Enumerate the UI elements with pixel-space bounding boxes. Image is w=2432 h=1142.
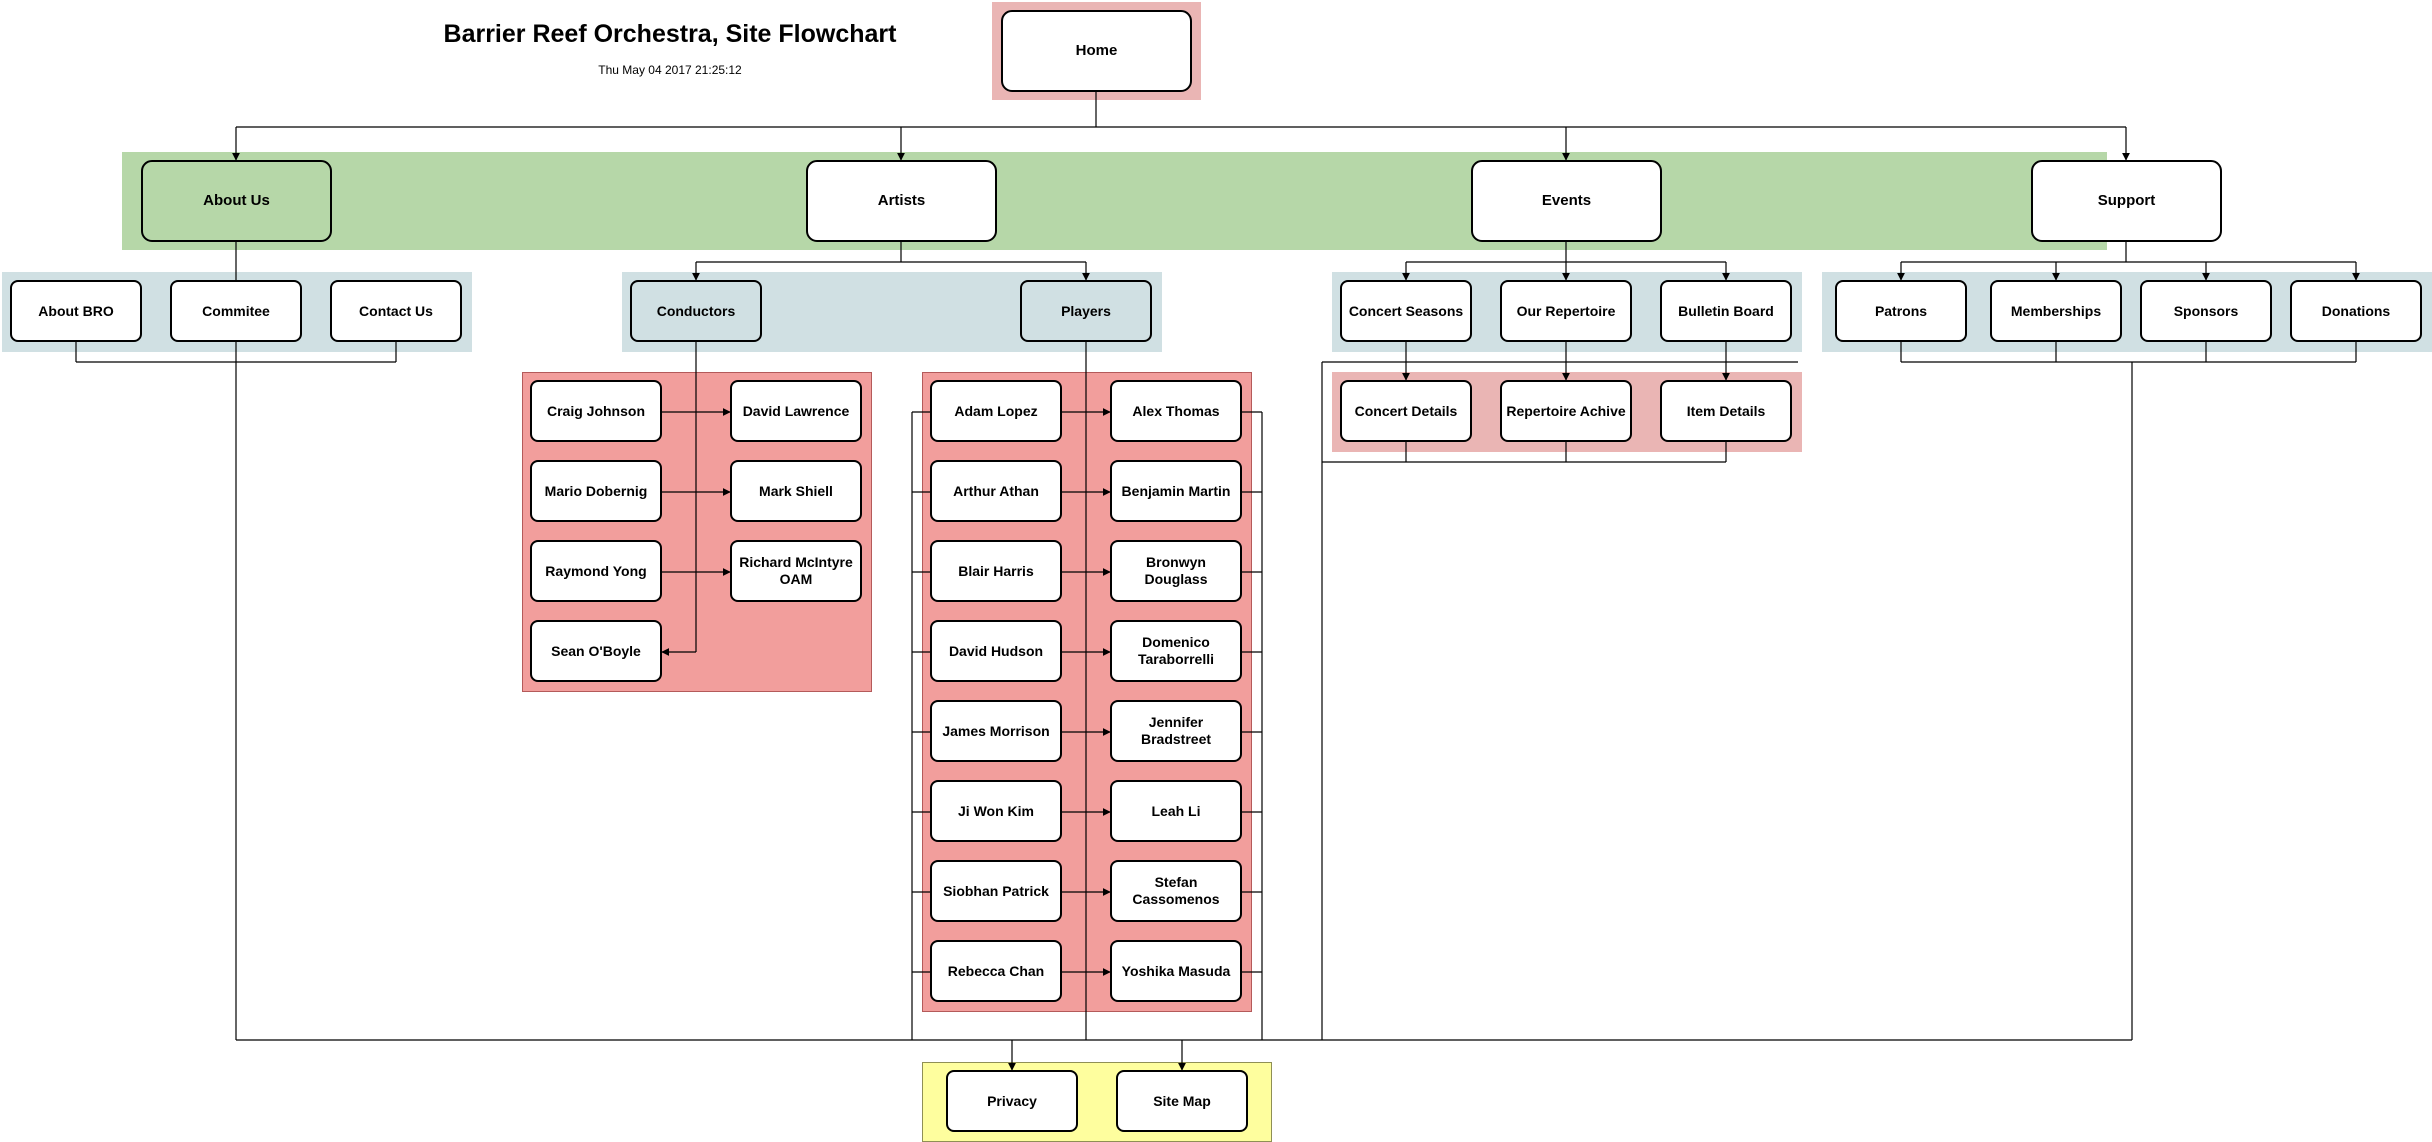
sections-band [122,152,2107,250]
group-conductors[interactable]: Conductors [630,280,762,342]
page-bulletin-board[interactable]: Bulletin Board [1660,280,1792,342]
player-david-hudson[interactable]: David Hudson [930,620,1062,682]
page-about-bro[interactable]: About BRO [10,280,142,342]
conductor-craig-johnson[interactable]: Craig Johnson [530,380,662,442]
player-yoshika-masuda[interactable]: Yoshika Masuda [1110,940,1242,1002]
player-bronwyn-douglass[interactable]: Bronwyn Douglass [1110,540,1242,602]
page-committee[interactable]: Commitee [170,280,302,342]
player-rebecca-chan[interactable]: Rebecca Chan [930,940,1062,1002]
page-donations[interactable]: Donations [2290,280,2422,342]
player-benjamin-martin[interactable]: Benjamin Martin [1110,460,1242,522]
diagram-header: Barrier Reef Orchestra, Site Flowchart T… [360,14,980,77]
group-players[interactable]: Players [1020,280,1152,342]
conductor-david-lawrence[interactable]: David Lawrence [730,380,862,442]
section-events[interactable]: Events [1471,160,1662,242]
section-about-us[interactable]: About Us [141,160,332,242]
player-ji-won-kim[interactable]: Ji Won Kim [930,780,1062,842]
section-artists[interactable]: Artists [806,160,997,242]
page-concert-details[interactable]: Concert Details [1340,380,1472,442]
player-leah-li[interactable]: Leah Li [1110,780,1242,842]
page-item-details[interactable]: Item Details [1660,380,1792,442]
page-repertoire-archive[interactable]: Repertoire Achive [1500,380,1632,442]
player-jennifer-bradstreet[interactable]: Jennifer Bradstreet [1110,700,1242,762]
section-support[interactable]: Support [2031,160,2222,242]
page-privacy[interactable]: Privacy [946,1070,1078,1132]
page-contact-us[interactable]: Contact Us [330,280,462,342]
player-james-morrison[interactable]: James Morrison [930,700,1062,762]
page-concert-seasons[interactable]: Concert Seasons [1340,280,1472,342]
player-blair-harris[interactable]: Blair Harris [930,540,1062,602]
conductor-mark-shiell[interactable]: Mark Shiell [730,460,862,522]
page-sponsors[interactable]: Sponsors [2140,280,2272,342]
conductor-raymond-yong[interactable]: Raymond Yong [530,540,662,602]
player-adam-lopez[interactable]: Adam Lopez [930,380,1062,442]
player-siobhan-patrick[interactable]: Siobhan Patrick [930,860,1062,922]
page-site-map[interactable]: Site Map [1116,1070,1248,1132]
conductor-sean-oboyle[interactable]: Sean O'Boyle [530,620,662,682]
player-domenico-taraborrelli[interactable]: Domenico Taraborrelli [1110,620,1242,682]
diagram-title: Barrier Reef Orchestra, Site Flowchart [443,20,897,48]
player-arthur-athan[interactable]: Arthur Athan [930,460,1062,522]
conductor-mario-dobernig[interactable]: Mario Dobernig [530,460,662,522]
player-stefan-cassomenos[interactable]: Stefan Cassomenos [1110,860,1242,922]
home-node[interactable]: Home [1001,10,1192,92]
conductor-richard-mcintyre[interactable]: Richard McIntyre OAM [730,540,862,602]
page-memberships[interactable]: Memberships [1990,280,2122,342]
player-alex-thomas[interactable]: Alex Thomas [1110,380,1242,442]
page-our-repertoire[interactable]: Our Repertoire [1500,280,1632,342]
diagram-timestamp: Thu May 04 2017 21:25:12 [598,63,742,77]
page-patrons[interactable]: Patrons [1835,280,1967,342]
